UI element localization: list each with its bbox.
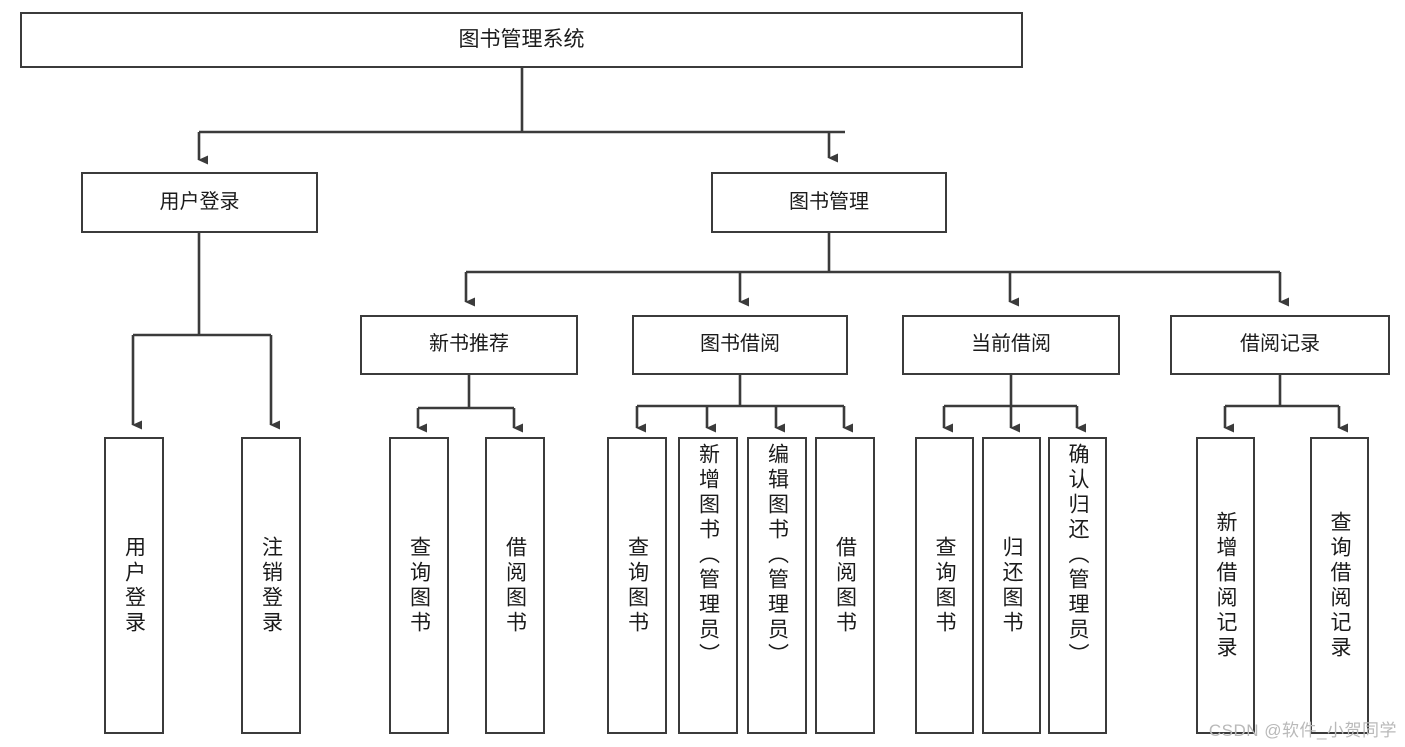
node-label: 查询图书 bbox=[407, 535, 431, 636]
leaf-edit-book-admin[interactable]: 编辑图书（管理员） bbox=[747, 437, 807, 734]
leaf-add-borrow-record[interactable]: 新增借阅记录 bbox=[1196, 437, 1255, 734]
node-borrow-record[interactable]: 借阅记录 bbox=[1170, 315, 1390, 375]
node-label: 当前借阅 bbox=[971, 333, 1051, 356]
leaf-query-book-recommend[interactable]: 查询图书 bbox=[389, 437, 449, 734]
node-label: 查询图书 bbox=[933, 535, 956, 636]
leaf-query-borrow-record[interactable]: 查询借阅记录 bbox=[1310, 437, 1369, 734]
node-root-system[interactable]: 图书管理系统 bbox=[20, 12, 1023, 68]
node-label: 归还图书 bbox=[1000, 535, 1023, 636]
leaf-return-book[interactable]: 归还图书 bbox=[982, 437, 1041, 734]
node-label: 新书推荐 bbox=[429, 333, 509, 356]
node-label: 查询借阅记录 bbox=[1328, 510, 1351, 661]
node-label: 借阅图书 bbox=[503, 535, 527, 636]
node-label: 查询图书 bbox=[625, 535, 649, 636]
node-label: 确认归还（管理员） bbox=[1066, 443, 1089, 668]
node-label: 图书管理 bbox=[789, 190, 869, 213]
leaf-query-book-borrow[interactable]: 查询图书 bbox=[607, 437, 667, 734]
node-current-borrow[interactable]: 当前借阅 bbox=[902, 315, 1120, 375]
node-label: 新增图书（管理员） bbox=[696, 443, 720, 668]
leaf-user-login[interactable]: 用户登录 bbox=[104, 437, 164, 734]
leaf-borrow-book-recommend[interactable]: 借阅图书 bbox=[485, 437, 545, 734]
leaf-borrow-book[interactable]: 借阅图书 bbox=[815, 437, 875, 734]
node-new-book-recommend[interactable]: 新书推荐 bbox=[360, 315, 578, 375]
node-label: 注销登录 bbox=[259, 535, 283, 636]
leaf-logout-login[interactable]: 注销登录 bbox=[241, 437, 301, 734]
node-label: 用户登录 bbox=[159, 190, 240, 213]
node-label: 编辑图书（管理员） bbox=[765, 443, 789, 668]
node-book-borrow[interactable]: 图书借阅 bbox=[632, 315, 848, 375]
node-label: 图书管理系统 bbox=[458, 27, 585, 51]
node-label: 借阅记录 bbox=[1240, 333, 1320, 356]
leaf-query-book-current[interactable]: 查询图书 bbox=[915, 437, 974, 734]
leaf-add-book-admin[interactable]: 新增图书（管理员） bbox=[678, 437, 738, 734]
leaf-confirm-return-admin[interactable]: 确认归还（管理员） bbox=[1048, 437, 1107, 734]
node-label: 图书借阅 bbox=[700, 333, 780, 356]
node-user-login[interactable]: 用户登录 bbox=[81, 172, 318, 233]
node-label: 借阅图书 bbox=[833, 535, 857, 636]
node-label: 用户登录 bbox=[122, 535, 146, 636]
node-label: 新增借阅记录 bbox=[1214, 510, 1237, 661]
node-book-management[interactable]: 图书管理 bbox=[711, 172, 947, 233]
